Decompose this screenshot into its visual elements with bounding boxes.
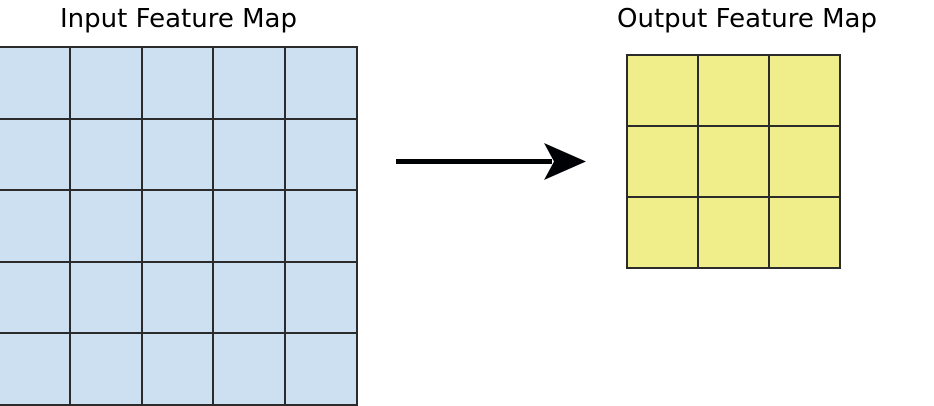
input-cell	[286, 191, 356, 261]
right-arrow-icon	[396, 143, 586, 180]
input-cell	[142, 48, 213, 118]
input-cell	[142, 334, 213, 404]
input-cell	[286, 262, 356, 333]
input-cell	[0, 48, 69, 118]
output-cell	[628, 127, 697, 196]
output-cell	[699, 198, 768, 267]
input-cell	[214, 48, 285, 118]
input-cell	[70, 119, 141, 190]
input-cell	[142, 191, 213, 261]
input-cell	[70, 334, 141, 404]
input-cell	[214, 262, 285, 333]
input-cell	[142, 262, 213, 333]
input-cell	[286, 48, 356, 118]
input-feature-map-grid	[0, 46, 358, 406]
arrow-head	[544, 143, 586, 180]
input-cell	[286, 119, 356, 190]
input-cell	[214, 191, 285, 261]
input-cell	[70, 48, 141, 118]
input-cell	[214, 334, 285, 404]
input-cell	[0, 262, 69, 333]
output-cell	[628, 56, 697, 125]
input-cell	[286, 334, 356, 404]
input-feature-map-title: Input Feature Map	[60, 4, 297, 34]
output-cell	[770, 198, 839, 267]
output-cell	[699, 56, 768, 125]
input-cell	[0, 191, 69, 261]
transform-arrow	[392, 138, 592, 186]
output-cell	[770, 56, 839, 125]
output-cell	[628, 198, 697, 267]
output-cell	[770, 127, 839, 196]
input-cell	[70, 191, 141, 261]
input-cell	[214, 119, 285, 190]
output-feature-map-grid	[626, 54, 841, 269]
input-cell	[70, 262, 141, 333]
output-feature-map-title: Output Feature Map	[617, 4, 877, 34]
input-cell	[0, 334, 69, 404]
output-cell	[699, 127, 768, 196]
input-cell	[0, 119, 69, 190]
input-cell	[142, 119, 213, 190]
